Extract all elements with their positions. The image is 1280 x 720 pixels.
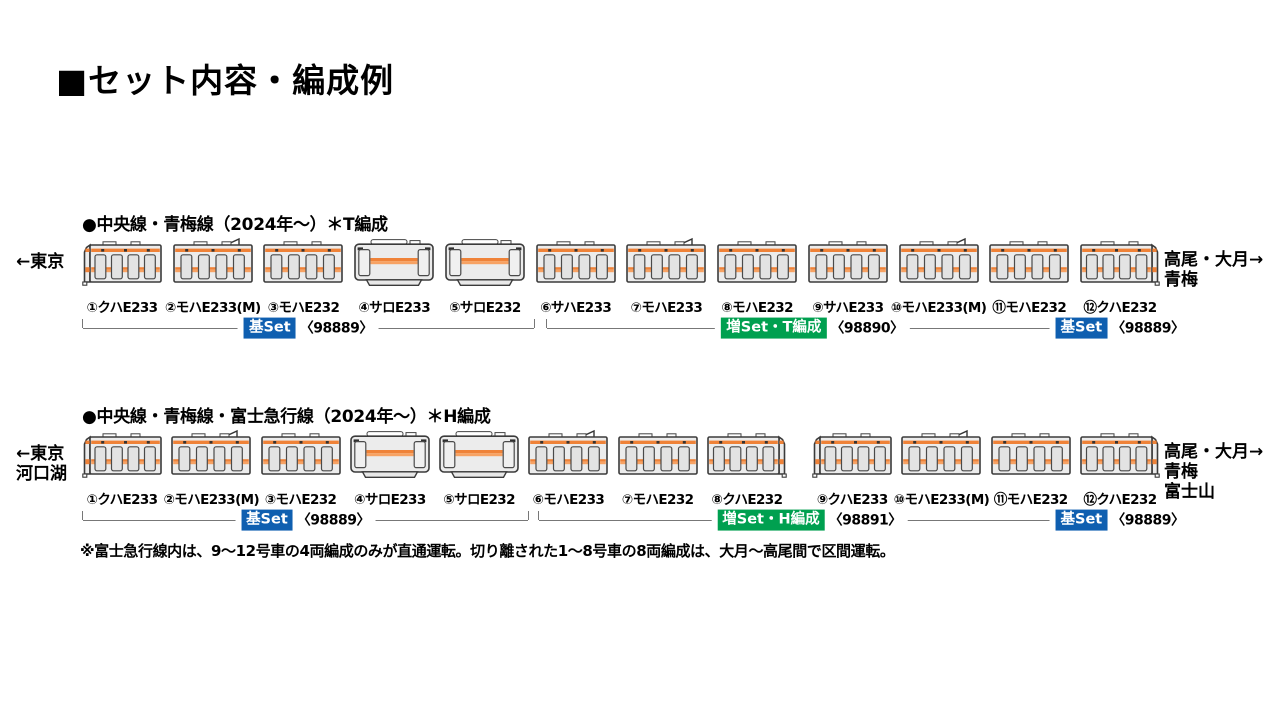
set-product-code: 〈98889〉 — [1111, 321, 1185, 337]
page-title: ■セット内容・編成例 — [56, 61, 395, 100]
train-car-cab-right — [707, 428, 787, 480]
train-car-normal — [901, 428, 982, 480]
car-label: ⑥サハE233 — [540, 300, 612, 316]
train-car-bilevel — [439, 428, 519, 480]
train-car-normal — [617, 428, 698, 480]
destination-left-label: ←東京 — [16, 252, 65, 272]
train-row: ①クハE233 ②モハE233(M) ③モハE232 ④サロE233 — [82, 236, 1191, 362]
destination-left-label: ←東京 河口湖 — [16, 444, 67, 484]
train-car-bilevel — [350, 428, 430, 480]
car-label: ⑩モハE233(M) — [890, 300, 987, 316]
set-product-code: 〈98889〉 — [1111, 513, 1185, 529]
formation-heading: ●中央線・青梅線・富士急行線（2024年～）＊H編成 — [82, 407, 491, 427]
car-label: ⑫クハE232 — [1083, 300, 1157, 316]
set-product-code: 〈98889〉 — [296, 513, 371, 529]
train-car-bilevel — [445, 236, 525, 288]
train-car-cab-left — [82, 236, 162, 288]
train-car-normal — [528, 428, 609, 480]
train-car-normal — [171, 428, 252, 480]
set-label: 基Set〈98889〉 — [237, 317, 379, 339]
base-set-badge: 基Set — [243, 317, 296, 339]
car-label: ⑨クハE233 — [816, 492, 889, 508]
train-car-normal — [535, 236, 616, 288]
base-set-badge: 基Set — [1055, 317, 1108, 339]
train-car-cab-left — [82, 428, 162, 480]
set-label: 増Set・H編成〈98891〉 — [711, 509, 908, 531]
car-label: ③モハE232 — [264, 492, 337, 508]
train-car-normal — [717, 236, 797, 288]
train-car-normal — [260, 428, 341, 480]
train-car-cab-right — [1080, 236, 1160, 288]
formation-heading: ●中央線・青梅線（2024年～）＊T編成 — [82, 215, 388, 235]
addon-set-badge: 増Set・H編成 — [717, 509, 825, 531]
train-car-normal — [626, 236, 707, 288]
car-label: ⑥モハE233 — [532, 492, 605, 508]
train-car-normal — [898, 236, 979, 288]
car-label: ④サロE233 — [358, 300, 430, 316]
set-label: 基Set〈98889〉 — [1049, 509, 1191, 531]
formation-t: ●中央線・青梅線（2024年～）＊T編成 ←東京 ①クハE233 ②モハE233… — [0, 206, 1280, 366]
car-label: ⑪モハE232 — [993, 492, 1068, 508]
car-label: ⑨サハE233 — [812, 300, 884, 316]
train-car-cab-left — [812, 428, 892, 480]
car-label: ⑪モハE232 — [992, 300, 1067, 316]
footnote: ※富士急行線内は、9～12号車の4両編成のみが直通運転。切り離された1～8号車の… — [80, 542, 895, 560]
set-product-code: 〈98890〉 — [830, 321, 904, 337]
car-label: ⑦モハE232 — [621, 492, 694, 508]
car-label: ⑫クハE232 — [1083, 492, 1157, 508]
train-car-normal — [172, 236, 253, 288]
train-car-normal — [990, 428, 1071, 480]
train-car-bilevel — [354, 236, 434, 288]
car-label: ②モハE233(M) — [164, 300, 261, 316]
set-label: 基Set〈98889〉 — [1049, 317, 1191, 339]
train-row: ①クハE233 ②モハE233(M) ③モハE232 ④サロE233 — [82, 428, 1191, 554]
car-label: ④サロE233 — [353, 492, 426, 508]
car-label: ⑧モハE232 — [721, 300, 793, 316]
set-product-code: 〈98891〉 — [828, 513, 903, 529]
car-label: ⑤サロE232 — [449, 300, 521, 316]
set-product-code: 〈98889〉 — [299, 321, 374, 337]
train-car-normal — [263, 236, 344, 288]
car-label: ①クハE233 — [86, 300, 159, 316]
car-label: ⑤サロE232 — [443, 492, 515, 508]
car-label: ③モハE232 — [267, 300, 340, 316]
base-set-badge: 基Set — [1055, 509, 1108, 531]
formation-h: ●中央線・青梅線・富士急行線（2024年～）＊H編成 ←東京 河口湖 ①クハE2… — [0, 398, 1280, 558]
base-set-badge: 基Set — [241, 509, 293, 531]
set-label: 増Set・T編成〈98890〉 — [715, 317, 910, 339]
car-label: ⑩モハE233(M) — [893, 492, 990, 508]
addon-set-badge: 増Set・T編成 — [721, 317, 827, 339]
train-car-cab-right — [1080, 428, 1160, 480]
car-label: ⑦モハE233 — [630, 300, 703, 316]
destination-right-label: 高尾・大月→ 青梅 — [1164, 250, 1264, 290]
set-label: 基Set〈98889〉 — [235, 509, 376, 531]
car-label: ⑧クハE232 — [711, 492, 783, 508]
destination-right-label: 高尾・大月→ 青梅 富士山 — [1164, 442, 1264, 502]
train-car-normal — [989, 236, 1070, 288]
train-car-normal — [808, 236, 888, 288]
car-label: ①クハE233 — [86, 492, 159, 508]
car-label: ②モハE233(M) — [163, 492, 260, 508]
